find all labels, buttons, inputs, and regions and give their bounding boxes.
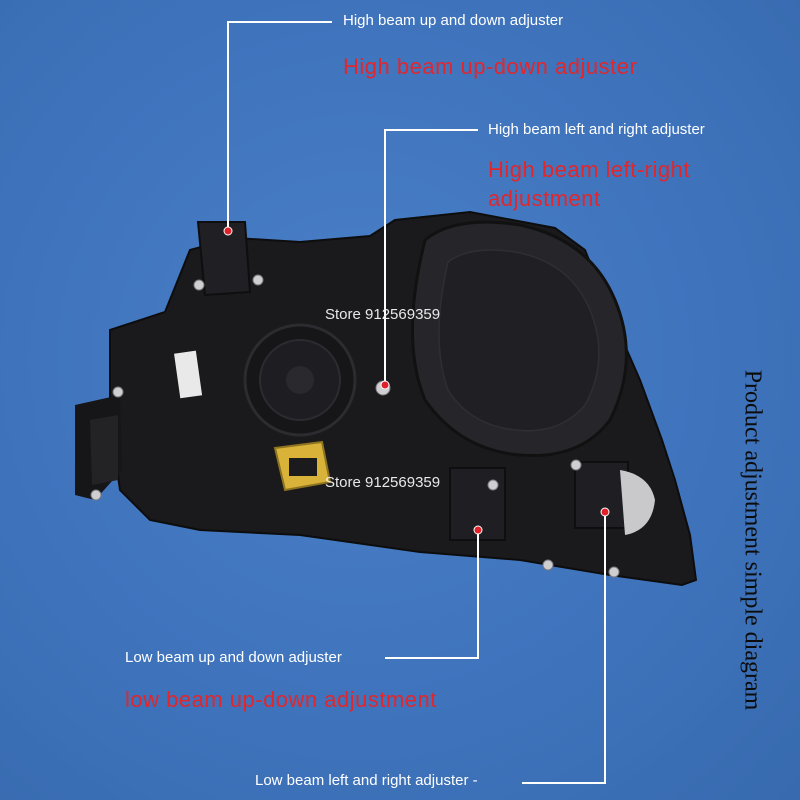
adjuster-dot-low-left-right (600, 507, 610, 517)
adjuster-dot-high-left-right (380, 380, 390, 390)
label-low-up-down: Low beam up and down adjuster (125, 649, 342, 666)
adjuster-dot-high-up-down (223, 226, 233, 236)
leader-low-left-right (522, 512, 606, 784)
leader-low-up-down (385, 530, 479, 659)
side-title: Product adjustment simple diagram (739, 369, 766, 711)
leader-high-up-down (227, 21, 332, 230)
label-high-left-right: High beam left and right adjuster (488, 121, 705, 138)
product-sticker (174, 350, 203, 399)
leader-lines (227, 21, 606, 784)
label-high-left-right-red: High beam left-right adjustment (488, 157, 690, 211)
label-low-left-right: Low beam left and right adjuster - (255, 772, 478, 789)
store-watermark: Store 912569359 (325, 474, 441, 491)
label-high-up-down: High beam up and down adjuster (343, 12, 564, 29)
leader-high-left-right (384, 129, 478, 385)
label-high-up-down-red: High beam up-down adjuster (343, 54, 638, 79)
adjuster-dot-low-up-down (473, 525, 483, 535)
store-watermark: Store 912569359 (325, 306, 441, 323)
label-low-up-down-red: low beam up-down adjustment (125, 687, 437, 712)
